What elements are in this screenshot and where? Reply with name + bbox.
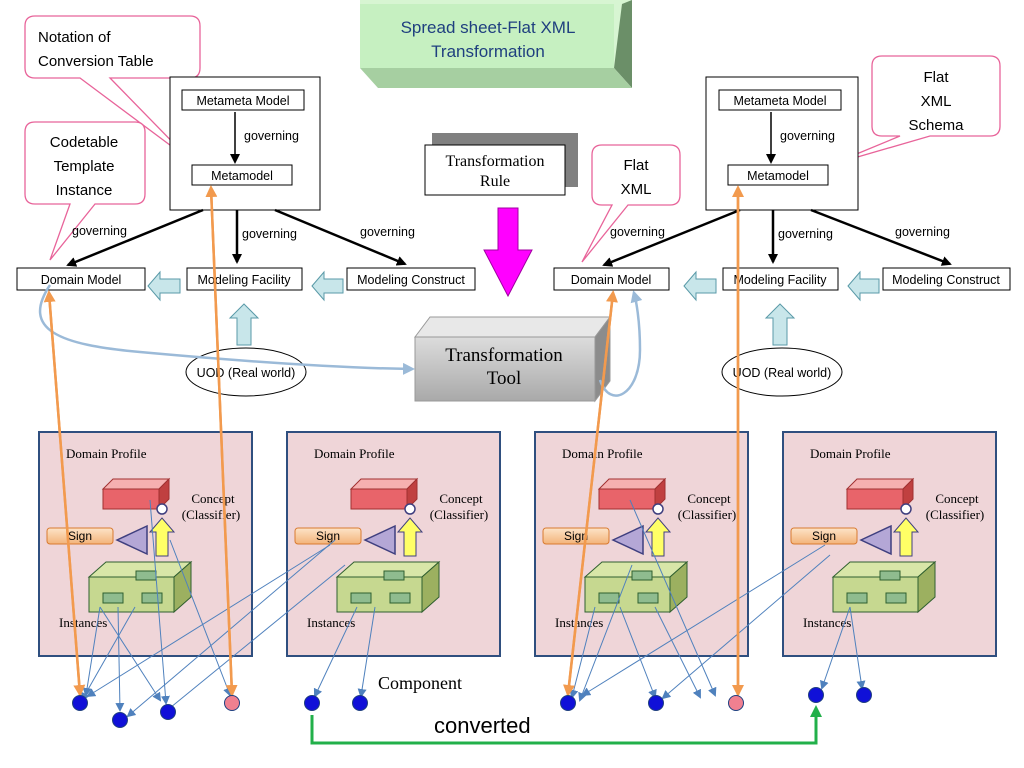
callout-codetable-line2: Template [54,158,115,175]
title-block: Spread sheet-Flat XML Transformation [360,0,632,88]
panel-4-instances: Instances [803,615,851,630]
callout-codetable: Codetable Template Instance [24,121,146,261]
left-arrow-facility-to-domain [147,270,181,302]
right-governing-4: governing [895,225,950,239]
orange-arrows [43,185,744,697]
panel-3-concept: Concept [687,491,731,506]
component-dot [808,687,824,703]
callout-flat-xml-line1: Flat [623,157,649,174]
panel-2: Domain Profile Concept (Classifier) Sign… [286,431,501,657]
panel-1-sign: Sign [68,529,92,543]
component-dot [352,695,368,711]
panel-4-classifier: (Classifier) [926,507,984,522]
panel-3-classifier: (Classifier) [678,507,736,522]
right-model-block: Metameta Model governing Metamodel gover… [553,76,1011,397]
left-governing-3: governing [242,227,297,241]
panel-2-concept: Concept [439,491,483,506]
right-domain-model: Domain Model [571,273,652,287]
left-governing-1: governing [244,129,299,143]
component-dot [304,695,320,711]
panel-2-domain-profile: Domain Profile [314,446,395,461]
callout-notation-line2: Conversion Table [38,53,154,70]
right-governing-3: governing [778,227,833,241]
component-label: Component [378,673,462,693]
left-uod: UOD (Real world) [197,366,296,380]
right-modeling-facility: Modeling Facility [733,273,827,287]
left-domain-model: Domain Model [41,273,122,287]
flow-tool-to-domain [598,290,643,397]
callout-codetable-line3: Instance [56,182,113,199]
panel-1-classifier: (Classifier) [182,507,240,522]
right-metameta-label: Metameta Model [733,94,826,108]
component-dot [224,695,240,711]
right-arrow-facility-to-domain [683,270,717,302]
right-arrow-construct-to-facility [847,270,880,302]
title-line2: Transformation [431,42,545,61]
converted-arrow [310,705,822,745]
rule-line1: Transformation [446,153,545,170]
panel-2-sign: Sign [316,529,340,543]
left-arrow-uod-up [228,303,260,346]
converted-label: converted [434,713,531,738]
right-arrow-uod-up [764,303,796,346]
left-modeling-construct: Modeling Construct [357,273,465,287]
panel-4-domain-profile: Domain Profile [810,446,891,461]
panel-3-sign: Sign [564,529,588,543]
component-dot [856,687,872,703]
callout-flat-xml-line2: XML [621,181,652,198]
right-governing-1: governing [780,129,835,143]
right-modeling-construct: Modeling Construct [892,273,1000,287]
component-dots [72,687,872,728]
magenta-down-arrow [483,207,533,298]
callout-schema-line2: XML [921,93,952,110]
component-dot [560,695,576,711]
callout-schema-line3: Schema [908,117,964,134]
left-model-block: Metameta Model governing Metamodel gover… [16,76,476,397]
panel-4: Domain Profile Concept (Classifier) Sign… [782,431,997,657]
panel-2-instances: Instances [307,615,355,630]
component-dot [160,704,176,720]
component-dot [112,712,128,728]
rule-line2: Rule [480,173,510,190]
callout-flat-xml: Flat XML [581,144,681,263]
callout-schema-line1: Flat [923,69,949,86]
right-governing-2: governing [610,225,665,239]
tool-line1: Transformation [445,345,563,366]
callout-notation-line1: Notation of [38,29,111,46]
panel-1-instances: Instances [59,615,107,630]
flow-domain-to-tool [38,284,415,375]
panel-1-concept: Concept [191,491,235,506]
panel-4-concept: Concept [935,491,979,506]
component-dot [72,695,88,711]
left-metamodel-label: Metamodel [211,169,273,183]
callout-codetable-line1: Codetable [50,134,118,151]
transformation-tool: Transformation Tool [414,315,611,403]
component-dot [728,695,744,711]
panel-1-domain-profile: Domain Profile [66,446,147,461]
left-arrow-construct-to-facility [311,270,344,302]
callout-notation: Notation of Conversion Table [24,15,201,161]
left-metameta-label: Metameta Model [196,94,289,108]
right-uod: UOD (Real world) [733,366,832,380]
title-line1: Spread sheet-Flat XML [401,18,576,37]
left-governing-4: governing [360,225,415,239]
left-modeling-facility: Modeling Facility [197,273,291,287]
callout-flat-xml-schema: Flat XML Schema [829,55,1001,166]
panel-4-sign: Sign [812,529,836,543]
right-metamodel-label: Metamodel [747,169,809,183]
panel-3-instances: Instances [555,615,603,630]
panel-3: Domain Profile Concept (Classifier) Sign… [534,431,749,657]
transformation-rule: Transformation Rule [424,133,578,196]
panel-3-domain-profile: Domain Profile [562,446,643,461]
panel-2-classifier: (Classifier) [430,507,488,522]
component-dot [648,695,664,711]
blue-connectors [81,499,866,718]
tool-line2: Tool [487,368,522,389]
panel-1: Domain Profile Concept (Classifier) Sign… [38,431,253,657]
left-governing-2: governing [72,224,127,238]
